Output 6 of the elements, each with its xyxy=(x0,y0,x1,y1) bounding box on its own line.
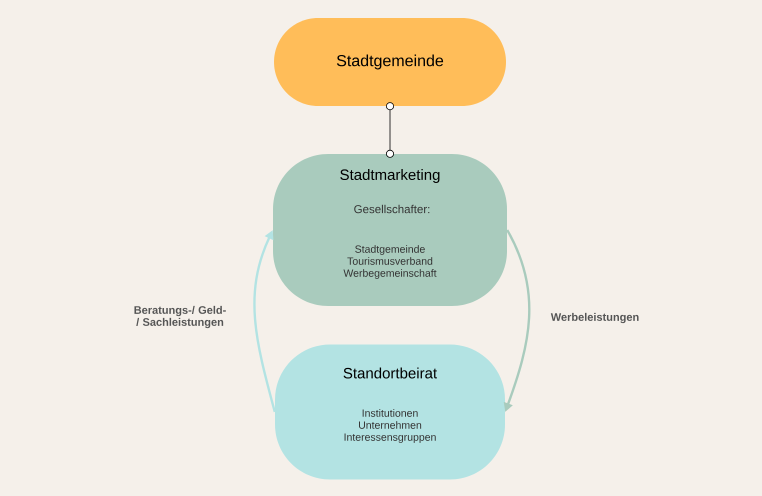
process-box: Standortbeirat Institutionen Unternehmen Interessensgruppen xyxy=(275,344,505,480)
edge-label: Werbeleistungen xyxy=(550,312,639,324)
process-box: Stadtgemeinde xyxy=(274,18,506,106)
edge-label: Beratungs-/ Geld-/ Sachleistungen xyxy=(134,306,226,328)
connector-line xyxy=(386,102,394,158)
process-box: Stadtmarketing Gesellschafter: Stadtgemeinde Tourismusverband Werbegemeinschaft xyxy=(273,154,507,306)
